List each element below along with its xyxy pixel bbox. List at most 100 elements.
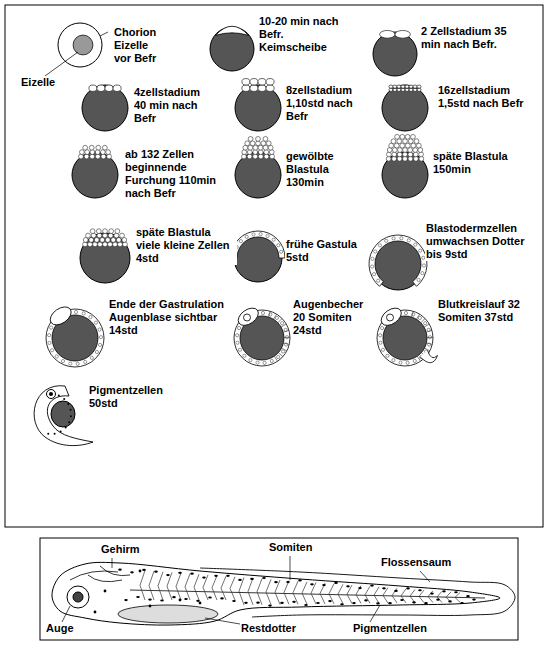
- pigment-dot: [179, 599, 182, 602]
- pigment-dot: [130, 571, 134, 573]
- pigment-dot: [238, 579, 242, 581]
- pigment-dot: [304, 604, 308, 606]
- stage-label: Blastodermzellen umwachsen Dotter bis 9s…: [425, 222, 539, 261]
- drawing-stroke: [278, 318, 282, 322]
- drawing-stroke: [259, 233, 262, 236]
- drawing-stroke: [269, 311, 271, 317]
- drawing-stroke: [420, 351, 438, 363]
- pigment-dot: [199, 602, 202, 605]
- pigment-dot: [442, 590, 446, 592]
- pigment-dot: [430, 593, 434, 595]
- embryo-stage: [234, 305, 290, 366]
- drawing-stroke: [417, 88, 421, 91]
- part-label: Pigmentzellen: [352, 622, 444, 635]
- drawing-stroke: [108, 242, 113, 247]
- drawing-stroke: [235, 305, 261, 329]
- pigment-dot: [424, 602, 428, 604]
- drawing-stroke: [243, 145, 248, 150]
- embryo-stage: [58, 23, 102, 67]
- drawing-stroke: [389, 88, 393, 91]
- drawing-stroke: [120, 233, 125, 238]
- drawing-stroke: [270, 359, 273, 362]
- drawing-stroke: [408, 139, 413, 144]
- drawing-stroke: [405, 134, 410, 139]
- drawing-stroke: [58, 23, 102, 67]
- drawing-stroke: [403, 148, 408, 153]
- drawing-stroke: [242, 154, 247, 159]
- drawing-stroke: [88, 242, 93, 247]
- somite: [284, 581, 289, 605]
- drawing-stroke: [275, 316, 278, 319]
- drawing-stroke: [392, 148, 397, 153]
- stage-label: 10-20 min nach Befr. Keimscheibe: [258, 15, 340, 54]
- eye-lens: [73, 592, 83, 602]
- drawing-stroke: [89, 238, 94, 243]
- drawing-stroke: [419, 152, 424, 157]
- somite: [239, 577, 244, 605]
- part-label: Somiten: [268, 541, 330, 554]
- pigment-dot: [298, 579, 302, 581]
- pigment-dot: [190, 573, 194, 575]
- drawing-stroke: [100, 238, 105, 243]
- pigment-dot: [208, 596, 212, 598]
- drawing-stroke: [424, 322, 427, 325]
- drawing-stroke: [107, 154, 112, 159]
- drawing-stroke: [236, 334, 239, 337]
- drawing-stroke: [105, 85, 113, 91]
- drawing-stroke: [253, 150, 258, 155]
- embryo-stage: [34, 386, 93, 446]
- drawing-stroke: [102, 145, 107, 150]
- drawing-stroke: [412, 311, 414, 317]
- larva-drawing: [52, 556, 515, 625]
- pigment-dot: [340, 603, 344, 605]
- drawing-stroke: [34, 386, 93, 446]
- drawing-stroke: [97, 233, 102, 238]
- pigment-dot: [274, 581, 278, 583]
- pigment-dot: [124, 599, 128, 601]
- somite: [194, 574, 199, 600]
- drawing-stroke: [245, 235, 248, 238]
- drawing-stroke: [111, 238, 116, 243]
- drawing-stroke: [284, 337, 290, 338]
- drawing-stroke: [413, 359, 416, 362]
- drawing-stroke: [404, 311, 407, 314]
- drawing-stroke: [378, 244, 381, 247]
- pigment-dot: [184, 598, 188, 600]
- somite: [221, 576, 226, 600]
- drawing-stroke: [258, 150, 263, 155]
- stage-label: Eizelle vor Befr: [113, 39, 163, 65]
- drawing-stroke: [408, 148, 413, 153]
- drawing-stroke: [55, 355, 58, 358]
- pigment-dot: [400, 599, 404, 601]
- drawing-stroke: [391, 139, 396, 144]
- pigment-dot: [412, 601, 416, 603]
- somite: [149, 571, 154, 600]
- drawing-stroke: [418, 148, 423, 153]
- stage-label: späte Blastula viele kleine Zellen 4std: [135, 226, 237, 265]
- drawing-stroke: [414, 243, 417, 246]
- pigment-dot: [322, 584, 326, 586]
- drawing-stroke: [247, 150, 252, 155]
- drawing-stroke: [277, 244, 280, 247]
- somite: [374, 587, 379, 603]
- drawing-stroke: [101, 154, 106, 159]
- drawing-stroke: [60, 431, 62, 433]
- drawing-stroke: [238, 348, 241, 351]
- drawing-stroke: [264, 154, 269, 159]
- leader-line: [290, 556, 291, 580]
- embryo-stage: [382, 134, 428, 198]
- drawing-stroke: [405, 85, 409, 88]
- drawing-stroke: [283, 331, 289, 333]
- pigment-dot: [334, 582, 338, 584]
- yolk: [72, 152, 118, 198]
- drawing-stroke: [242, 79, 250, 85]
- drawing-stroke: [256, 361, 259, 364]
- drawing-stroke: [400, 237, 403, 240]
- drawing-stroke: [266, 141, 271, 146]
- drawing-stroke: [258, 79, 266, 85]
- stage-label: 4zellstadium 40 min nach Befr: [133, 86, 215, 125]
- drawing-stroke: [65, 427, 67, 429]
- embryo-stage: [72, 145, 118, 198]
- drawing-stroke: [79, 150, 84, 155]
- drawing-stroke: [84, 360, 87, 363]
